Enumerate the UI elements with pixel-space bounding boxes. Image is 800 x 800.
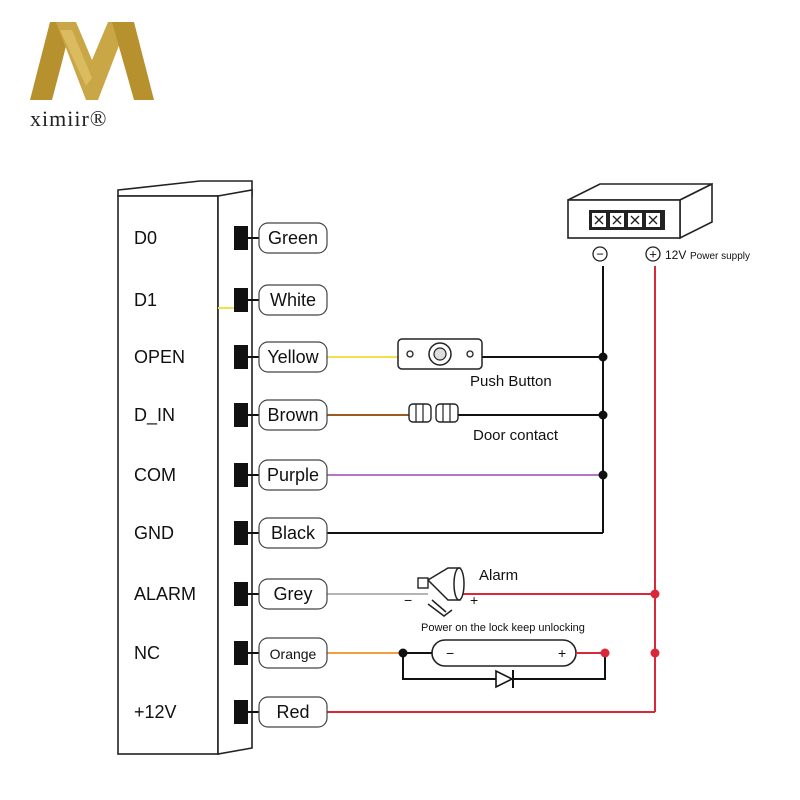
wire-label-grey: Grey xyxy=(273,584,312,604)
door-contact-magnet xyxy=(408,403,432,423)
psu-minus-icon xyxy=(592,246,608,262)
terminal-block-d-in xyxy=(234,403,248,427)
psu-screws xyxy=(592,213,660,227)
push-button: Push Button xyxy=(397,338,552,390)
junction-dot-0 xyxy=(598,352,608,362)
wire-label-box-red xyxy=(258,696,328,728)
wire-label-green: Green xyxy=(268,228,318,248)
junction-dot-2 xyxy=(598,470,608,480)
electric-lock: Power on the lock keep unlocking − + xyxy=(402,622,606,689)
terminal-block-com xyxy=(234,463,248,487)
alarm-label: Alarm xyxy=(479,567,518,584)
alarm-siren: Alarm − + xyxy=(404,567,518,617)
wire-label-purple: Purple xyxy=(267,465,319,485)
terminal-block-12v xyxy=(234,700,248,724)
psu-screw-cross-0 xyxy=(594,215,604,225)
terminal-label-gnd: GND xyxy=(134,523,174,543)
wire-label-box-brown xyxy=(258,399,328,431)
junction-dot-5 xyxy=(600,648,610,658)
terminal-block-d1 xyxy=(234,288,248,312)
siren-back xyxy=(417,577,429,589)
push-button-screw-right xyxy=(466,350,474,358)
wire-labels: GreenWhiteYellowBrownPurpleBlackGreyOran… xyxy=(258,222,328,728)
door-contact-switch xyxy=(435,403,459,423)
wire-label-box-white xyxy=(258,284,328,316)
wire-label-red: Red xyxy=(276,702,309,722)
controller-body xyxy=(117,195,219,755)
psu-minus-symbol: − xyxy=(596,247,604,262)
psu-plus-icon xyxy=(645,246,661,262)
brand-name: ximiir® xyxy=(30,106,108,131)
terminal-label-d-in: D_IN xyxy=(134,405,175,426)
wire-label-box-purple xyxy=(258,459,328,491)
junction-dot-6 xyxy=(398,648,408,658)
lock-plus: + xyxy=(558,645,566,661)
junction-dot-1 xyxy=(598,410,608,420)
psu-label: Power supply xyxy=(690,251,750,262)
logo-mark-left xyxy=(30,22,72,100)
wire-label-black: Black xyxy=(271,523,316,543)
alarm-minus: − xyxy=(404,592,412,608)
psu-screw-cross-1 xyxy=(612,215,622,225)
logo-mark-highlight xyxy=(60,30,92,86)
terminal-label-d0: D0 xyxy=(134,228,157,248)
brand-logo: ximiir® xyxy=(30,22,154,131)
terminal-label-com: COM xyxy=(134,465,176,485)
terminal-label-d1: D1 xyxy=(134,290,157,310)
junction-dot-4 xyxy=(650,648,660,658)
wire-label-brown: Brown xyxy=(267,405,318,425)
wire-label-white: White xyxy=(270,290,316,310)
terminal-label-alarm: ALARM xyxy=(134,584,196,604)
logo-mark-right xyxy=(112,22,154,100)
lock-minus: − xyxy=(446,645,454,661)
junction-dot-3 xyxy=(650,589,660,599)
psu-voltage: 12V xyxy=(665,248,686,262)
terminal-block-alarm xyxy=(234,582,248,606)
power-supply: − + 12V Power supply xyxy=(567,182,750,262)
door-contact: Door contact xyxy=(408,403,559,444)
wire-label-box-grey xyxy=(258,578,328,610)
push-button-cap-inner xyxy=(433,347,447,361)
wire-label-box-yellow xyxy=(258,341,328,373)
door-contact-label: Door contact xyxy=(473,427,559,444)
push-button-screw-left xyxy=(406,350,414,358)
wire-label-box-orange xyxy=(258,637,328,669)
push-button-label: Push Button xyxy=(470,373,552,390)
psu-screw-cross-2 xyxy=(630,215,640,225)
terminal-block-open xyxy=(234,345,248,369)
diode-icon xyxy=(495,669,514,689)
terminal-block-gnd xyxy=(234,521,248,545)
terminal-label-12v: +12V xyxy=(134,702,177,722)
alarm-plus: + xyxy=(470,592,478,608)
terminal-label-open: OPEN xyxy=(134,347,185,367)
terminal-block-nc xyxy=(234,641,248,665)
psu-screw-cross-3 xyxy=(648,215,658,225)
wire-label-box-black xyxy=(258,517,328,549)
lock-caption: Power on the lock keep unlocking xyxy=(421,622,585,634)
siren-mount xyxy=(427,599,453,617)
wire-label-orange: Orange xyxy=(270,646,317,662)
junctions xyxy=(398,352,660,658)
wire-label-yellow: Yellow xyxy=(267,347,319,367)
terminal-blocks xyxy=(234,226,259,724)
terminal-label-nc: NC xyxy=(134,643,160,663)
wire-label-box-green xyxy=(258,222,328,254)
terminal-block-d0 xyxy=(234,226,248,250)
psu-plus-symbol: + xyxy=(649,247,657,262)
wires xyxy=(218,307,655,713)
siren-mouth xyxy=(453,567,465,601)
